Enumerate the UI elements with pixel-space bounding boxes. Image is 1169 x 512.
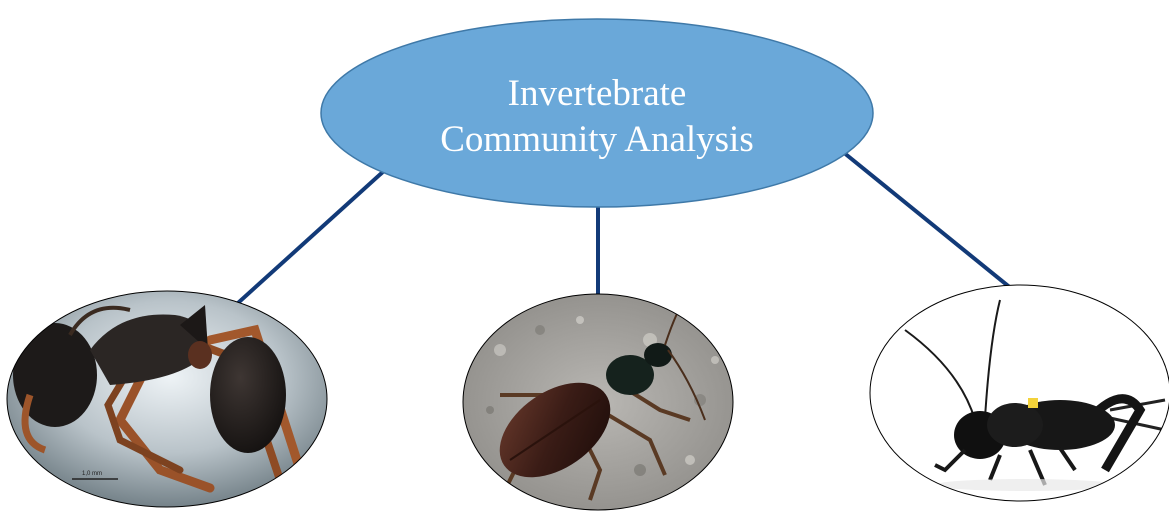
scale-bar-label: 1,0 mm (82, 471, 102, 477)
ant-photo: 1,0 mm (0, 285, 340, 512)
central-node: Invertebrate Community Analysis (321, 19, 873, 207)
arrow-to-cricket (843, 152, 1023, 298)
beetle-photo (455, 290, 745, 512)
cricket-photo (860, 280, 1169, 510)
central-node-title-line-1: Invertebrate (508, 73, 687, 114)
central-node-title-line-2: Community Analysis (440, 119, 754, 160)
arrow-to-ant (228, 170, 385, 312)
